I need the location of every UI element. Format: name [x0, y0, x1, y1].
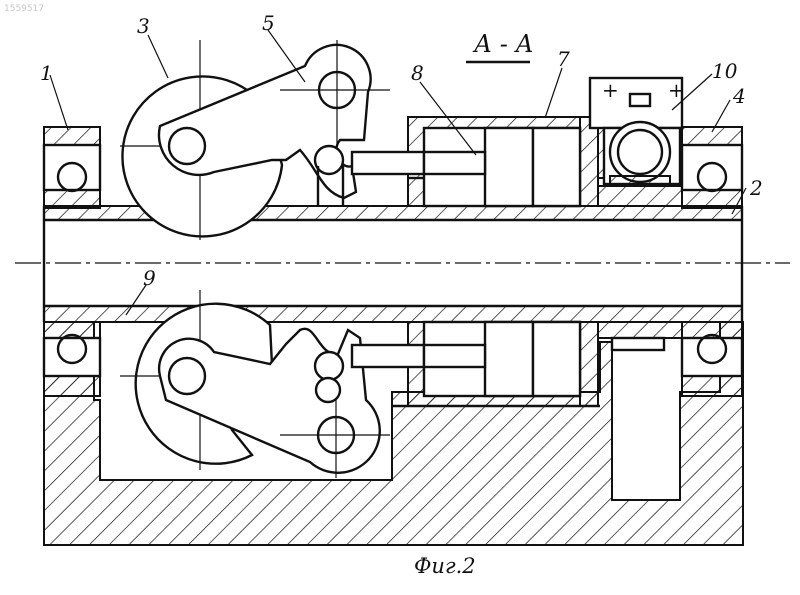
image-id-text: 1559517 [4, 4, 44, 14]
cylinder-upper [352, 117, 598, 206]
callout-2: 2 [749, 176, 763, 200]
callout-3: 3 [137, 14, 150, 38]
motor-mark-right: + [668, 78, 685, 102]
callout-4: 4 [732, 84, 746, 108]
pawl-lower [315, 352, 343, 402]
callout-1: 1 [40, 61, 53, 85]
callout-9: 9 [143, 266, 156, 290]
callout-7: 7 [557, 47, 570, 71]
bearing-upper-right [682, 145, 742, 191]
callout-5: 5 [262, 11, 275, 35]
hollow-shaft [44, 206, 742, 322]
bearing-lower-right [682, 335, 742, 376]
figure-caption: Фиг.2 [414, 554, 476, 578]
motor-10: + + [590, 78, 685, 206]
callout-10: 10 [712, 59, 738, 83]
bearing-lower-left [44, 335, 100, 376]
bearing-upper-left [44, 145, 100, 191]
callout-8: 8 [411, 61, 424, 85]
motor-mark-left: + [602, 78, 619, 102]
section-label: А - А [472, 30, 534, 58]
